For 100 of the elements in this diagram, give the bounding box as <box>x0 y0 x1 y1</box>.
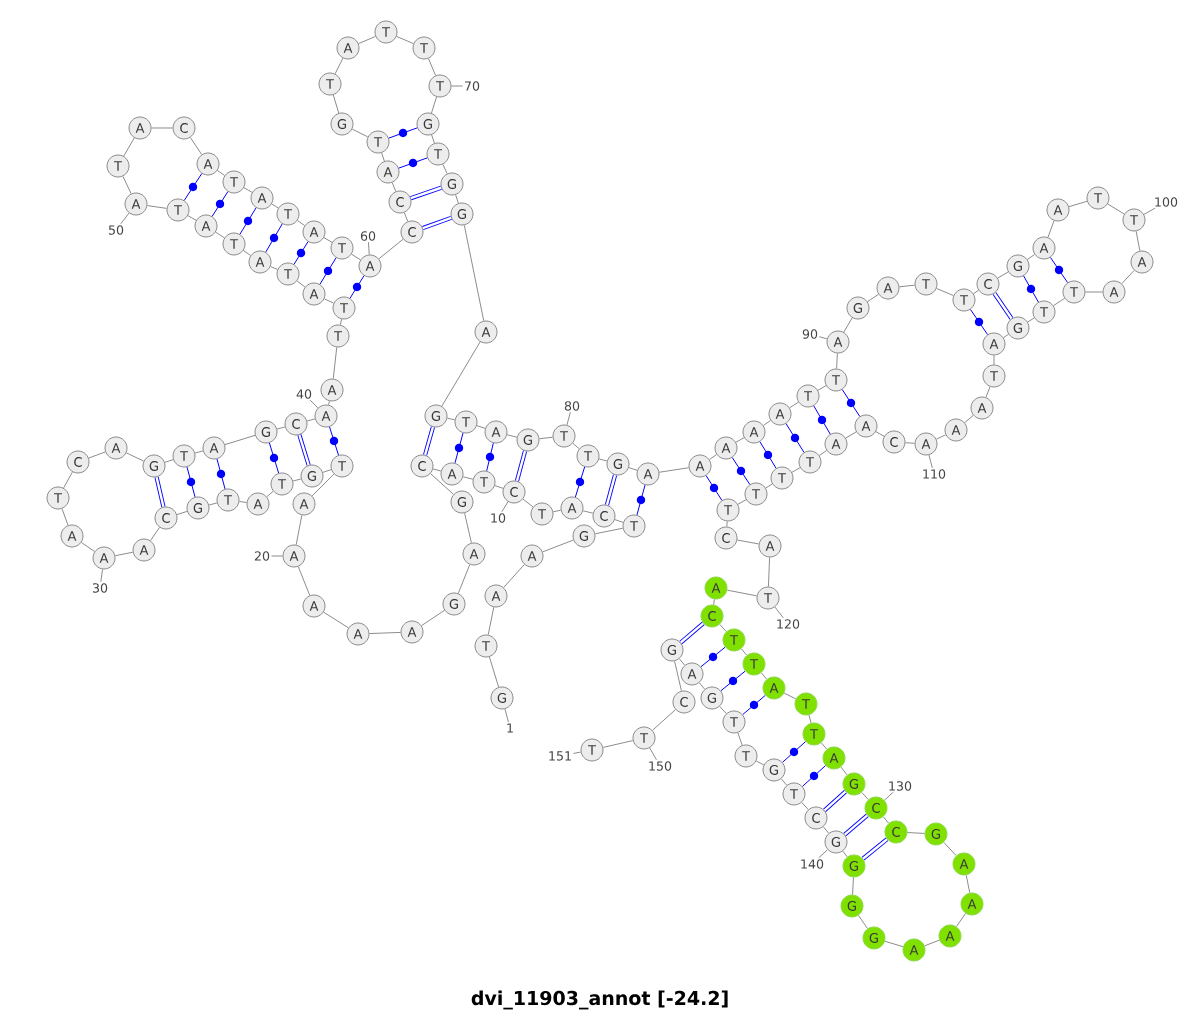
backbone-line <box>726 520 728 527</box>
backbone-line <box>311 473 335 497</box>
backbone-line <box>243 187 253 193</box>
backbone-line <box>430 473 454 495</box>
base-pair-line <box>992 292 1014 320</box>
base-pair-line <box>154 476 166 508</box>
backbone-line <box>924 939 940 947</box>
backbone-line <box>189 137 203 155</box>
backbone-line <box>476 425 486 429</box>
backbone-line <box>332 94 340 114</box>
backbone-line <box>442 163 448 175</box>
base-pair-line <box>1050 257 1068 283</box>
backbone-line <box>985 386 991 398</box>
backbone-line <box>765 483 773 489</box>
backbone-line <box>1135 230 1141 252</box>
base-pair-line <box>349 275 365 299</box>
leader-line <box>504 708 509 723</box>
backbone-line <box>63 471 73 489</box>
base-pair-line <box>297 434 311 466</box>
backbone-line <box>1121 269 1135 285</box>
title: dvi_11903_annot [-24.2] <box>471 990 728 1010</box>
backbone-line <box>276 426 286 430</box>
backbone-line <box>381 152 385 162</box>
backbone-line <box>905 442 915 444</box>
backbone-line <box>306 418 316 422</box>
base-pair-line <box>1023 275 1039 303</box>
backbone-line <box>125 452 145 462</box>
backbone-line <box>678 658 686 666</box>
backbone-line <box>582 510 594 514</box>
backbone-line <box>396 35 414 45</box>
backbone-line <box>1026 254 1036 260</box>
backbone-line <box>840 766 848 776</box>
backbone-line <box>503 564 525 588</box>
backbone-line <box>1107 203 1125 215</box>
backbone-line <box>208 502 218 506</box>
base-pair-line <box>514 450 528 482</box>
backbone-line <box>494 485 504 489</box>
base-pair-line <box>186 466 196 498</box>
backbone-line <box>789 401 799 409</box>
backbone-line <box>378 238 404 260</box>
leader-line <box>928 454 933 469</box>
backbone-line <box>114 551 134 557</box>
backbone-line <box>369 631 401 635</box>
base-pair-line <box>183 173 203 201</box>
backbone-line <box>1047 220 1055 238</box>
backbone-line <box>698 682 706 690</box>
base-pair-line <box>211 191 229 217</box>
backbone-line <box>463 224 485 322</box>
backbone-line <box>965 874 971 894</box>
backbone-line <box>88 451 106 459</box>
leader-line <box>774 606 784 619</box>
backbone-line <box>740 648 748 656</box>
base-pair-line <box>705 475 723 501</box>
base-pair-line <box>802 765 826 787</box>
backbone-line <box>658 467 690 473</box>
backbone-line <box>151 127 173 129</box>
backbone-line <box>861 791 869 800</box>
base-pair-line <box>970 309 988 335</box>
backbone-line <box>783 692 797 700</box>
backbone-line <box>845 431 857 439</box>
backbone-line <box>81 542 96 552</box>
leader-line <box>501 501 509 513</box>
backbone-line <box>464 512 472 544</box>
backbone-line <box>322 469 332 473</box>
backbone-line <box>266 490 274 498</box>
backbone-line <box>935 434 947 440</box>
backbone-line <box>122 175 132 195</box>
backbone-line <box>292 478 302 482</box>
backbone-line <box>882 816 890 824</box>
backbone-line <box>242 250 252 256</box>
backbone-line <box>628 467 638 471</box>
backbone-line <box>818 450 828 456</box>
leader-line <box>451 85 464 87</box>
base-pair-line <box>485 442 495 472</box>
backbone-line <box>755 760 765 766</box>
backbone-line <box>216 170 226 176</box>
backbone-line <box>997 271 1009 279</box>
backbone-line <box>427 58 437 76</box>
base-pair-line <box>398 157 428 169</box>
backbone-line <box>403 212 409 222</box>
backbone-line <box>713 598 715 606</box>
base-pair-line <box>861 837 889 861</box>
base-pair-line <box>422 215 452 231</box>
backbone-line <box>736 539 760 545</box>
backbone-line <box>431 134 435 144</box>
backbone-line <box>973 289 979 295</box>
base-pair-line <box>759 441 777 469</box>
backbone-line <box>956 912 966 927</box>
backbone-line <box>820 742 828 750</box>
backbone-line <box>836 352 838 369</box>
base-pair-line <box>742 694 766 716</box>
backbone-line <box>602 740 634 748</box>
backbone-line <box>943 841 957 857</box>
backbone-line <box>334 57 344 75</box>
backbone-line <box>936 287 954 297</box>
backbone-line <box>822 826 830 834</box>
backbone-line <box>215 231 225 239</box>
backbone-line <box>652 709 676 731</box>
backbone-line <box>332 346 338 380</box>
backbone-line <box>391 182 397 192</box>
